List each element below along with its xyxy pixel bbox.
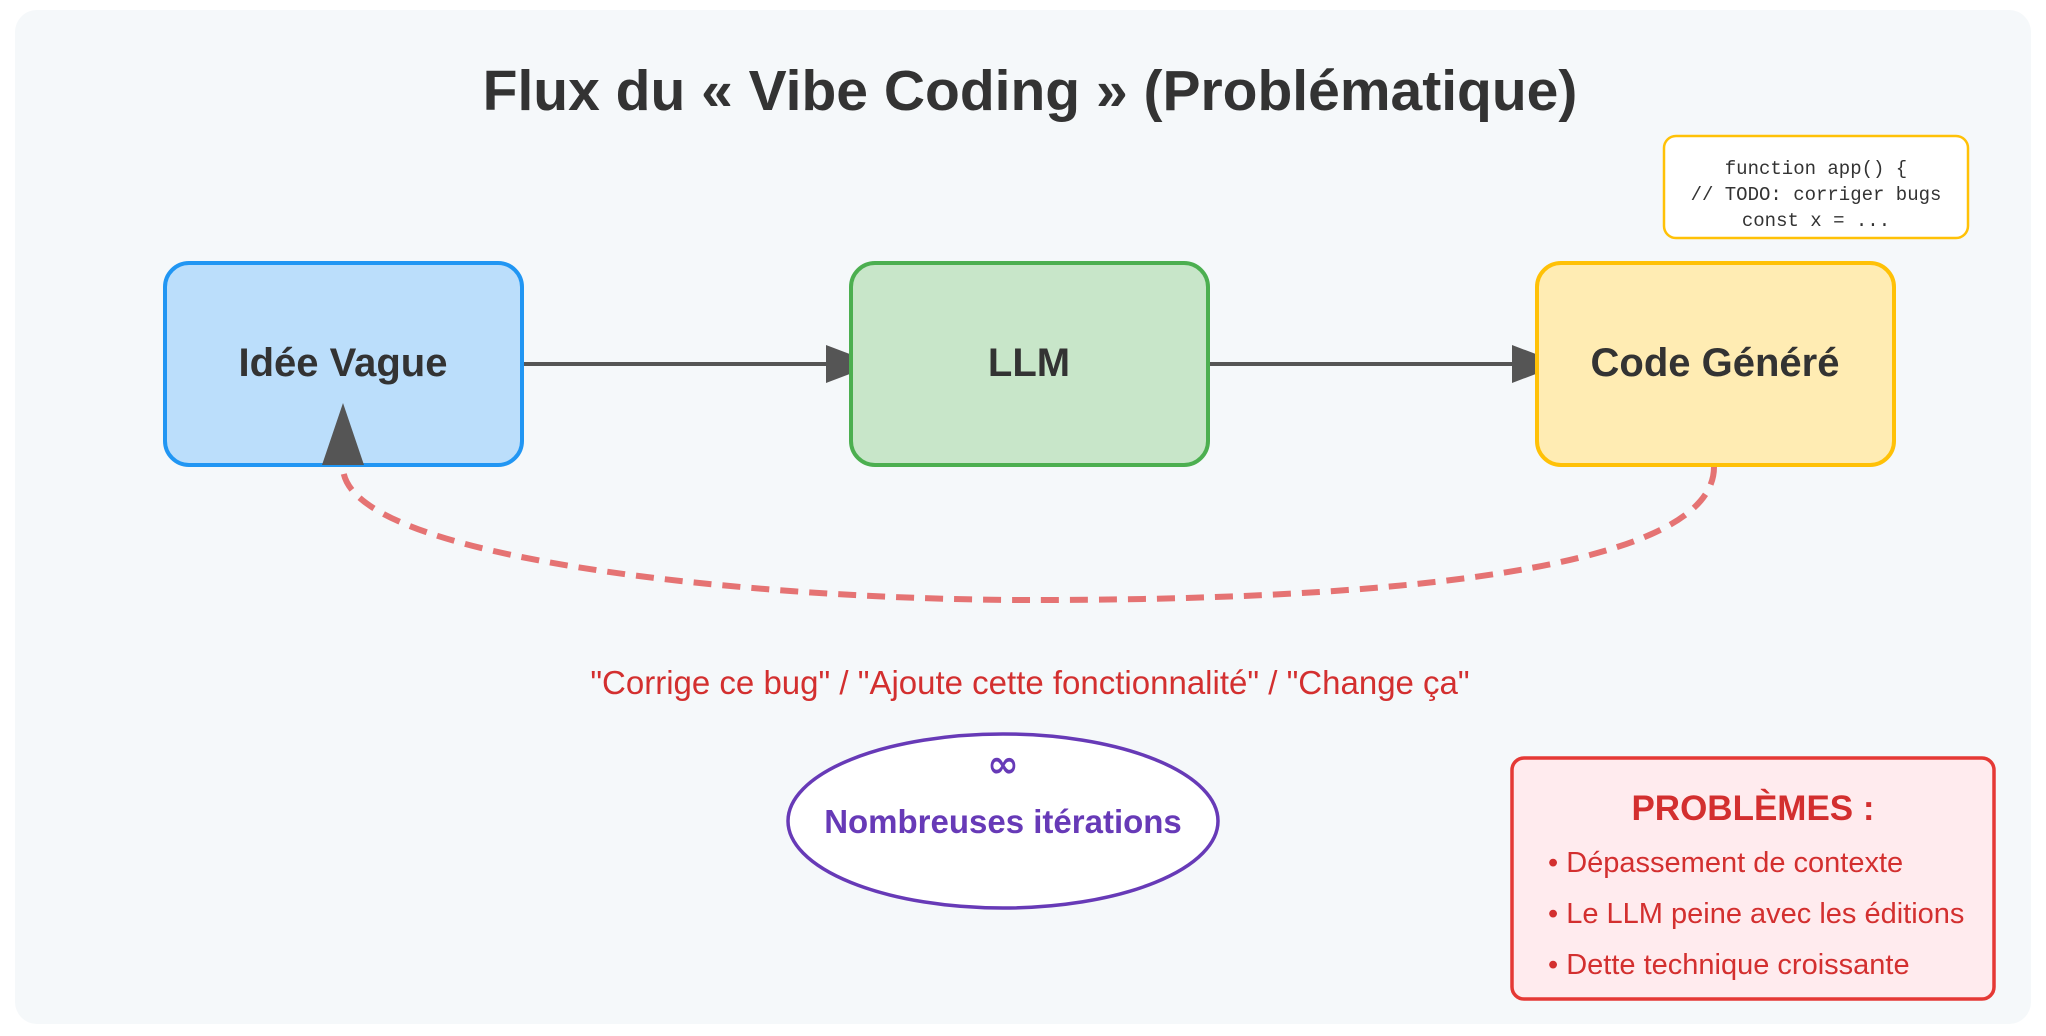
code-snippet-box — [1662, 134, 1970, 240]
node-idee-vague-label: Idée Vague — [239, 341, 448, 385]
node-llm: LLM — [849, 261, 1210, 467]
problem-item: • Dette technique croissante — [1548, 949, 1910, 981]
problems-box-frame — [1510, 756, 1996, 1001]
node-llm-label: LLM — [988, 341, 1070, 385]
feedback-loop-curve — [340, 466, 1717, 604]
problem-item: • Dépassement de contexte — [1548, 847, 1903, 879]
code-line: // TODO: corriger bugs — [1691, 184, 1942, 206]
infinity-icon: ∞ — [987, 742, 1019, 786]
code-snippet: function app() { // TODO: corriger bugs … — [1662, 134, 1970, 240]
feedback-text: "Corrige ce bug" / "Ajoute cette fonctio… — [590, 664, 1469, 701]
node-code-genere-label: Code Généré — [1591, 341, 1840, 385]
diagram-title: Flux du « Vibe Coding » (Problématique) — [483, 59, 1578, 123]
feedback-loop-arrowhead — [322, 403, 364, 465]
node-code-genere-box — [1535, 261, 1896, 467]
iterations-label: Nombreuses itérations — [824, 803, 1182, 840]
node-code-genere: Code Généré — [1535, 261, 1896, 467]
problems-box: PROBLÈMES : • Dépassement de contexte • … — [1510, 756, 1996, 1001]
iterations-bubble: ∞ Nombreuses itérations — [786, 732, 1220, 910]
problems-title: PROBLÈMES : — [1631, 788, 1874, 828]
node-idee-vague: Idée Vague — [163, 261, 524, 467]
problem-item: • Le LLM peine avec les éditions — [1548, 898, 1964, 930]
node-llm-box — [849, 261, 1210, 467]
code-line: const x = ... — [1742, 210, 1890, 232]
code-line: function app() { — [1725, 158, 1907, 180]
iterations-ellipse — [786, 732, 1220, 910]
